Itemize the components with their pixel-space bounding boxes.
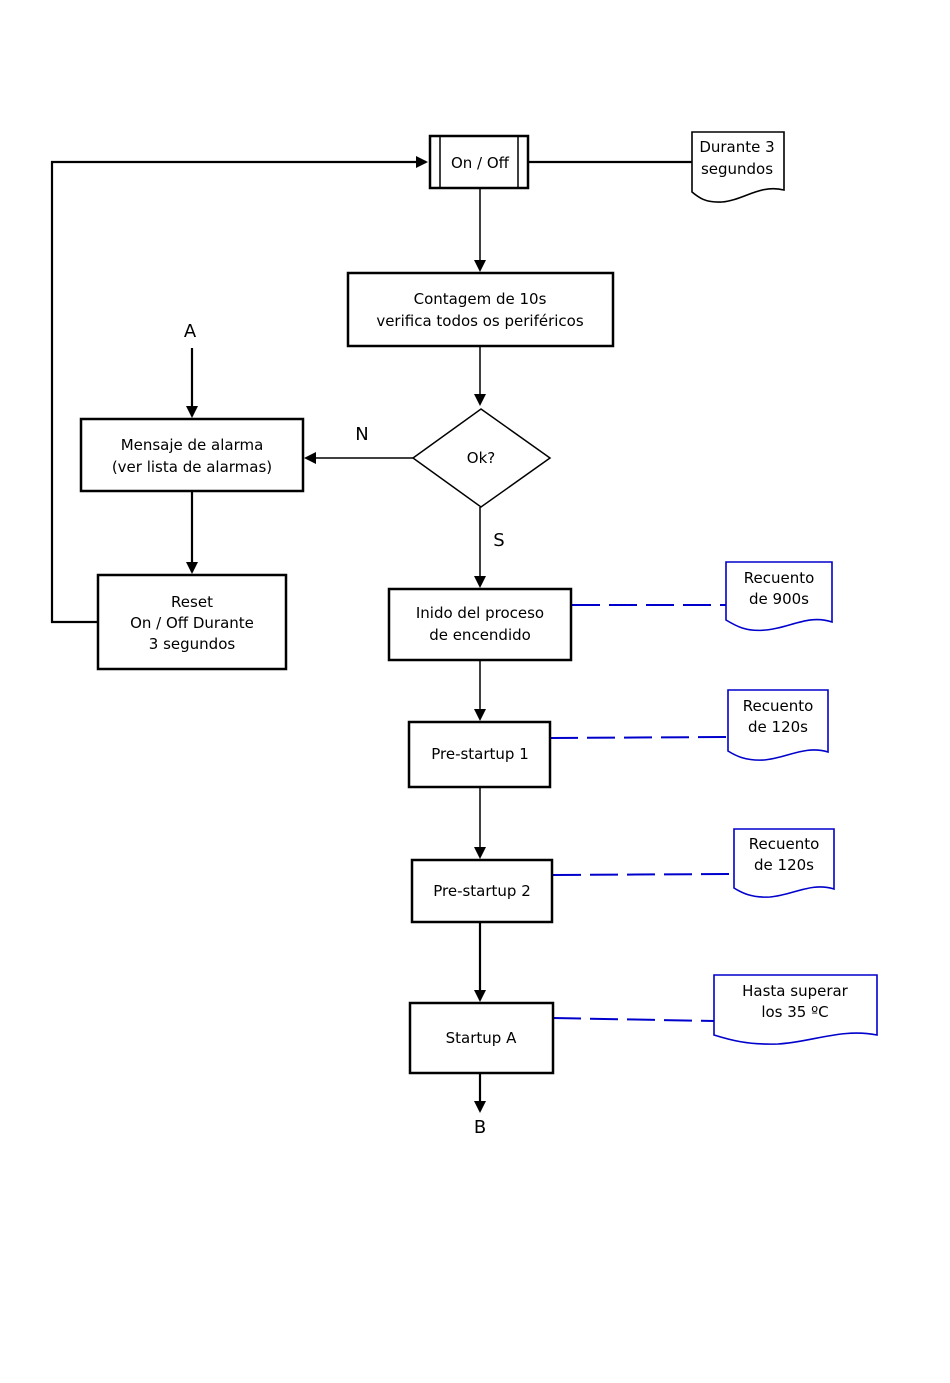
note-900-line1: Recuento bbox=[744, 569, 815, 587]
reset-line1: Reset bbox=[171, 593, 213, 611]
reset-line2: On / Off Durante bbox=[130, 614, 254, 632]
mensaje-line1: Mensaje de alarma bbox=[121, 436, 264, 454]
note-durante: Durante 3 segundos bbox=[691, 131, 785, 203]
ok-decision: Ok? bbox=[411, 408, 552, 508]
dashed-link-prestartup1 bbox=[549, 736, 729, 739]
mensaje-alarma-box: Mensaje de alarma (ver lista de alarmas) bbox=[79, 417, 305, 493]
note-120b-line2: de 120s bbox=[754, 856, 814, 874]
label-s: S bbox=[493, 530, 504, 551]
contagem-box: Contagem de 10s verifica todos os perifé… bbox=[346, 271, 615, 348]
mensaje-line2: (ver lista de alarmas) bbox=[112, 458, 272, 476]
inicio-line2: de encendido bbox=[429, 626, 531, 644]
reset-box: Reset On / Off Durante 3 segundos bbox=[96, 573, 288, 671]
note-hasta-line1: Hasta superar bbox=[742, 982, 849, 1000]
note-durante-line1: Durante 3 bbox=[699, 138, 774, 156]
dashed-link-prestartup2 bbox=[552, 873, 734, 876]
prestartup1-label: Pre-startup 1 bbox=[431, 745, 529, 763]
ok-label: Ok? bbox=[467, 449, 495, 467]
connectors bbox=[50, 156, 734, 1113]
prestartup2-box: Pre-startup 2 bbox=[410, 858, 554, 924]
note-900-line2: de 900s bbox=[749, 590, 809, 608]
contagem-line1: Contagem de 10s bbox=[414, 290, 547, 308]
note-durante-line2: segundos bbox=[701, 160, 773, 178]
loop-back-line bbox=[50, 156, 428, 624]
note-recuento-900: Recuento de 900s bbox=[725, 561, 833, 632]
startup-a-box: Startup A bbox=[408, 1001, 555, 1075]
contagem-line2: verifica todos os periféricos bbox=[376, 312, 584, 330]
note-hasta: Hasta superar los 35 ºC bbox=[713, 974, 878, 1045]
prestartup1-box: Pre-startup 1 bbox=[407, 720, 552, 789]
note-hasta-line2: los 35 ºC bbox=[761, 1003, 828, 1021]
connector-b: B bbox=[474, 1117, 486, 1138]
connector-a: A bbox=[184, 321, 197, 342]
startup-a-label: Startup A bbox=[446, 1029, 517, 1047]
inicio-box: Inido del proceso de encendido bbox=[387, 587, 573, 662]
note-recuento-120-b: Recuento de 120s bbox=[733, 828, 835, 898]
on-off-process: On / Off bbox=[428, 134, 530, 190]
note-120a-line1: Recuento bbox=[743, 697, 814, 715]
note-120a-line2: de 120s bbox=[748, 718, 808, 736]
inicio-line1: Inido del proceso bbox=[416, 604, 544, 622]
note-recuento-120-a: Recuento de 120s bbox=[727, 689, 829, 761]
dashed-link-startup-a bbox=[552, 1017, 715, 1022]
on-off-label: On / Off bbox=[451, 154, 510, 172]
reset-line3: 3 segundos bbox=[149, 635, 236, 653]
label-n: N bbox=[355, 424, 368, 445]
prestartup2-label: Pre-startup 2 bbox=[433, 882, 531, 900]
note-120b-line1: Recuento bbox=[749, 835, 820, 853]
